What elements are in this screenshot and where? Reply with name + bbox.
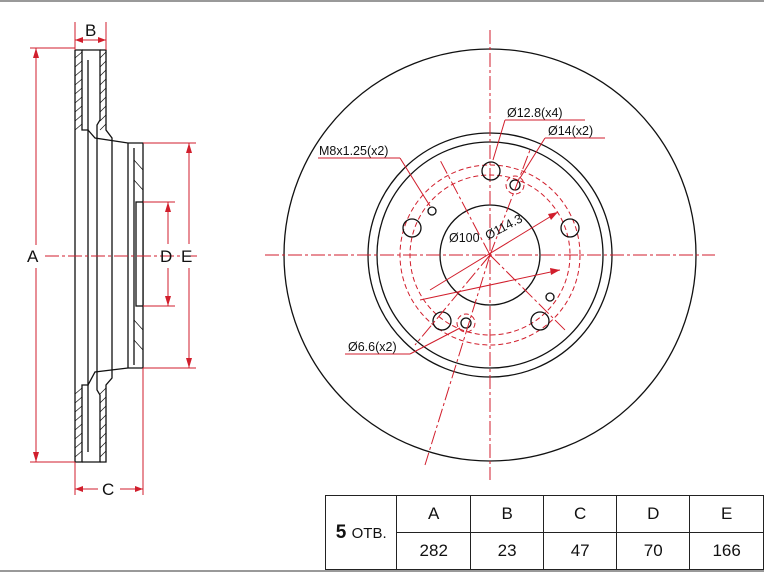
hatch-line xyxy=(99,414,107,422)
radial-line xyxy=(424,254,491,466)
center-bore xyxy=(135,201,144,307)
header-e: E xyxy=(689,495,764,533)
holes-unit: ОТВ. xyxy=(351,524,387,542)
lug-hole xyxy=(560,218,580,238)
hatch-line xyxy=(74,450,83,458)
hatch-line xyxy=(74,78,83,86)
hatch-line xyxy=(74,51,83,59)
value-e: 166 xyxy=(689,532,764,570)
value-d: 70 xyxy=(616,532,691,570)
lug-hole xyxy=(402,218,422,238)
hatch-line xyxy=(99,423,107,431)
hatch-line xyxy=(99,87,107,95)
header-d: D xyxy=(616,495,691,533)
lug-hole xyxy=(432,311,452,331)
hatch-line xyxy=(99,405,107,413)
hatch-line xyxy=(99,432,107,440)
hatch-line xyxy=(74,441,83,449)
hatch-line xyxy=(74,60,83,68)
thread-hole xyxy=(545,292,555,302)
hatch-line xyxy=(74,405,83,413)
disc-vent-outline xyxy=(82,49,101,463)
callout-hole-6-6: Ø6.6(x2) xyxy=(348,340,397,354)
holes-count-cell: 5 ОТВ. xyxy=(324,495,398,570)
dim-c-label: C xyxy=(102,480,114,499)
value-a: 282 xyxy=(396,532,472,570)
hatch-line xyxy=(74,432,83,440)
hatch-line xyxy=(74,123,83,131)
disc-hat-outline xyxy=(87,129,144,386)
radial-line xyxy=(489,254,566,331)
callout-hole-14: Ø14(x2) xyxy=(548,124,593,138)
hatch-line xyxy=(74,69,83,77)
callout-pcd-100: Ø100 xyxy=(449,231,480,245)
hatch-line xyxy=(99,114,107,122)
hatch-line xyxy=(74,105,83,113)
radial-line xyxy=(489,149,531,256)
lug-hole xyxy=(481,161,501,181)
hole-14 xyxy=(460,317,472,329)
radial-line xyxy=(414,254,491,346)
hatch-line xyxy=(99,396,107,404)
callout-pcd-114: Ø114.3 xyxy=(483,211,525,242)
hatch-line xyxy=(74,96,83,104)
hatch-line xyxy=(74,87,83,95)
callout-hole-12-8: Ø12.8(x4) xyxy=(507,106,563,120)
hatch-line xyxy=(99,51,107,59)
hatch-line xyxy=(99,69,107,77)
hatch-line xyxy=(74,423,83,431)
hatch-line xyxy=(74,114,83,122)
value-c: 47 xyxy=(543,532,618,570)
hatch-line xyxy=(99,60,107,68)
radial-line xyxy=(439,159,491,256)
hole-14-dashed xyxy=(456,313,476,333)
hatch-line xyxy=(74,396,83,404)
value-b: 23 xyxy=(470,532,545,570)
hatch-line xyxy=(99,387,107,395)
dim-b-label: B xyxy=(85,21,96,40)
spec-header-row: 5 ОТВ. A B C D E xyxy=(324,495,764,570)
hatch-line xyxy=(99,450,107,458)
side-view: A B C D E xyxy=(27,21,200,499)
hatch-line xyxy=(74,387,83,395)
spec-value-row: 282 23 47 70 166 xyxy=(326,532,764,570)
disc-inner-plate-outline xyxy=(100,49,113,463)
dim-a-label: A xyxy=(27,247,39,266)
dim-e-label: E xyxy=(181,247,192,266)
hatch-line xyxy=(99,441,107,449)
friction-ring-top-hatch xyxy=(74,51,107,131)
hole-14-dashed xyxy=(505,175,525,195)
header-c: C xyxy=(543,495,618,533)
dim-d-label: D xyxy=(160,247,172,266)
spec-table: 5 ОТВ. A B C D E 282 23 47 70 166 xyxy=(324,495,764,570)
front-view: Ø12.8(x4) Ø14(x2) M8x1.25(x2) Ø100 Ø114.… xyxy=(265,30,715,480)
hatch-line xyxy=(99,123,107,131)
hatch-line xyxy=(99,78,107,86)
header-a: A xyxy=(396,495,472,533)
pcd-dimension-line xyxy=(429,211,559,291)
hatch-line xyxy=(99,105,107,113)
lug-hole xyxy=(530,311,550,331)
hatch-line xyxy=(99,96,107,104)
header-b: B xyxy=(470,495,545,533)
holes-count: 5 xyxy=(335,521,347,543)
thread-hole xyxy=(427,206,437,216)
friction-ring-bottom-hatch xyxy=(74,387,107,458)
hatch-line xyxy=(74,414,83,422)
callout-thread: M8x1.25(x2) xyxy=(319,144,388,158)
